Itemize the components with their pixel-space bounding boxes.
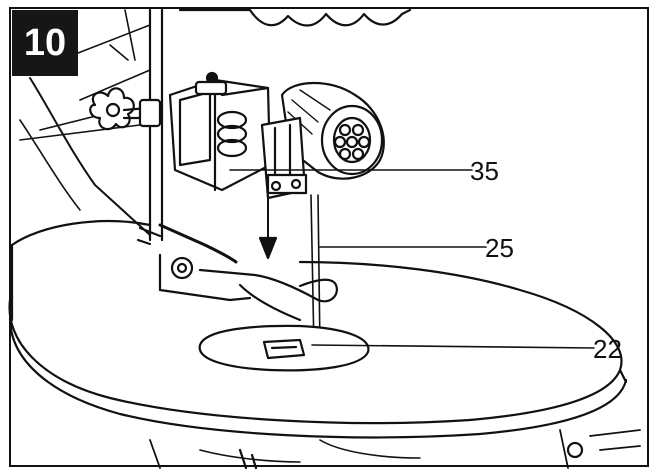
leader-line-22 [311,344,595,349]
hold-down-foot [158,253,338,322]
callout-label-22: 22 [593,334,622,364]
lamp-head [280,81,385,180]
saw-table [8,220,628,439]
callout-label-25: 25 [485,233,514,263]
direction-arrow [258,197,278,260]
blade-clamp-block [168,71,272,192]
upper-arm-housing [178,8,412,27]
upper-arm-body [19,24,151,141]
star-knob [89,87,162,131]
saw-blade [310,194,321,351]
callout-label-35: 35 [470,156,499,186]
upper-blade-holder [260,116,308,200]
step-number-badge: 10 [12,10,78,76]
